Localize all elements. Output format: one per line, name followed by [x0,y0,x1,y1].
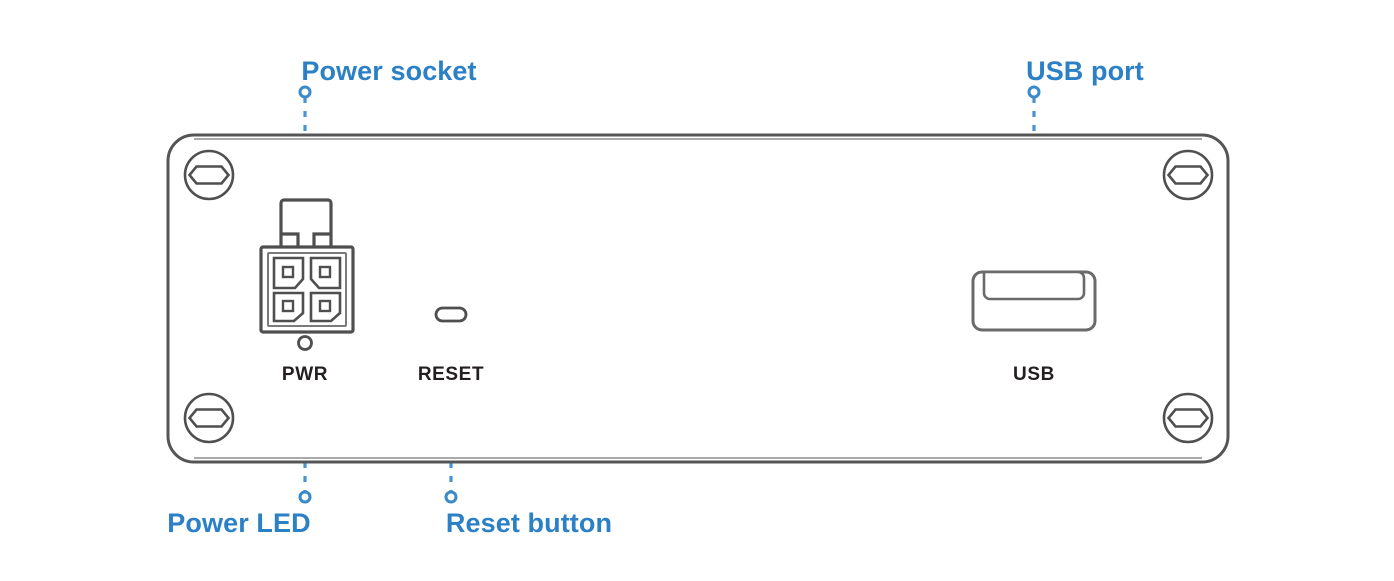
reset-pinhole-button[interactable] [434,306,468,323]
screw-ring-icon [1162,149,1214,201]
screw-ring-icon [183,392,235,444]
callout-label-power-led[interactable]: Power LED [167,508,310,538]
screw-bottom-right [1162,392,1214,444]
callout-label-power-socket[interactable]: Power socket [301,56,476,86]
screw-hex-icon [187,165,231,185]
power-pin-contact-1 [281,265,295,279]
usb-type-a-port[interactable] [971,270,1097,332]
callout-label-usb-port[interactable]: USB port [1026,56,1144,86]
screw-ring-icon [183,149,235,201]
reset-button-pill [434,306,468,323]
silkscreen-labels: PWR RESET USB [282,364,1055,385]
power-connector-latch [279,198,333,248]
callout-label-reset-button[interactable]: Reset button [446,508,612,538]
silk-label-reset: RESET [418,364,484,385]
screw-hex-icon [1166,165,1210,185]
power-led-indicator [297,335,313,351]
callout-anchor-power-led [298,490,312,504]
power-pin-contact-2 [318,265,332,279]
silk-label-pwr: PWR [282,364,328,385]
screw-ring-icon [1162,392,1214,444]
callout-labels: Power socket USB port Power LED Reset bu… [167,56,1144,538]
screws-group [183,149,1214,444]
callout-anchor-usb-port [1027,85,1041,99]
screw-top-right [1162,149,1214,201]
callout-anchor-reset-button [444,490,458,504]
power-pin-contact-3 [281,299,295,313]
chassis-outline [166,133,1230,464]
usb-port-tongue [982,270,1086,301]
screw-hex-icon [1166,408,1210,428]
callout-anchor-dots [298,85,1041,504]
power-connector-4pin[interactable] [259,198,355,334]
screw-top-left [183,149,235,201]
screw-hex-icon [187,408,231,428]
power-connector-latch-foot [281,232,331,248]
power-pin-contact-4 [318,299,332,313]
chassis-group [166,133,1230,464]
silk-label-usb: USB [1013,364,1055,385]
callout-anchor-power-socket [298,85,312,99]
screw-bottom-left [183,392,235,444]
